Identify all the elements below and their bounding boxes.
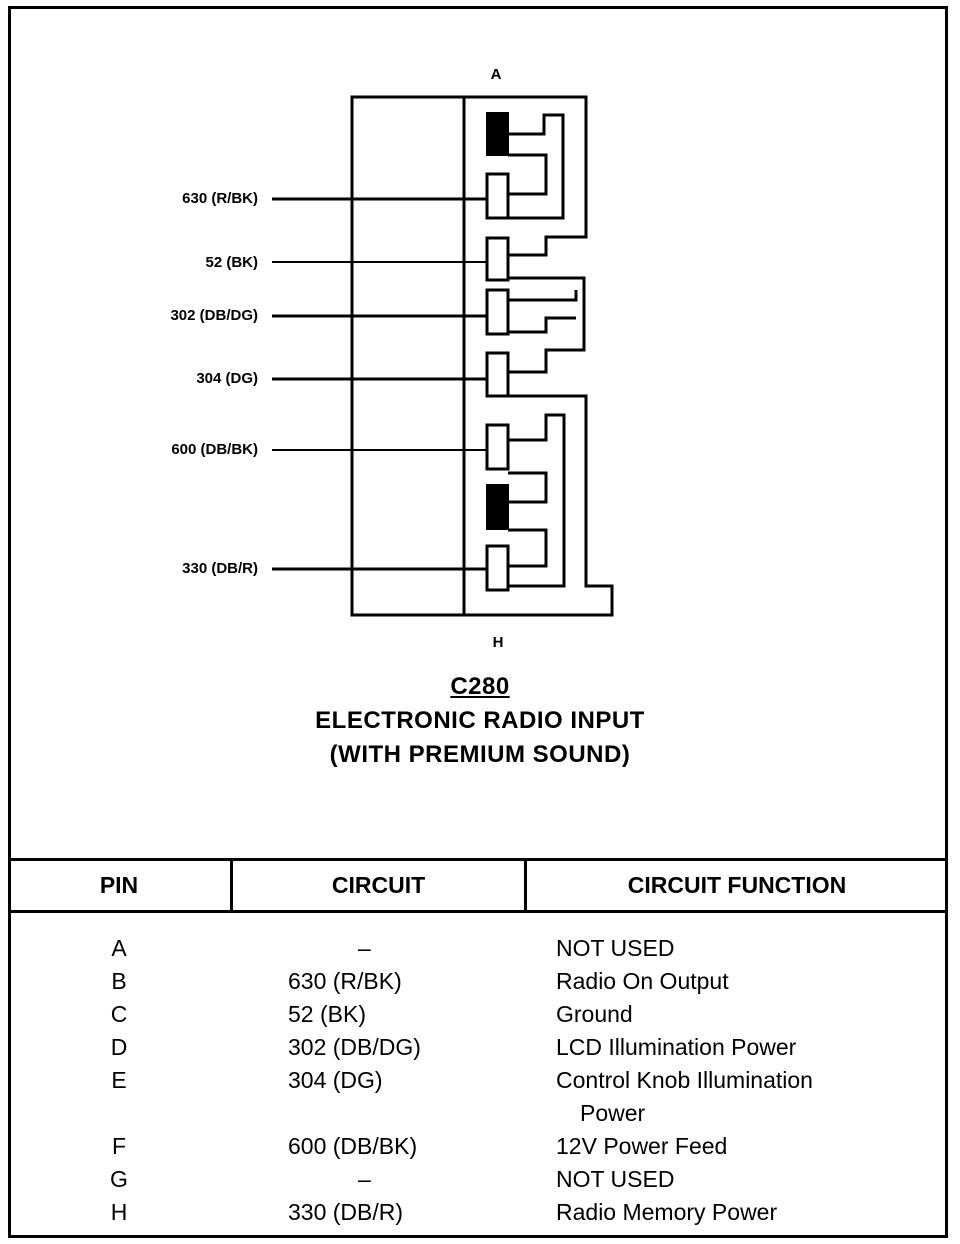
row-function-line-2: Power [580,1100,646,1126]
latch-loop-top-inner [508,153,548,196]
pin-label-h: H [493,634,504,651]
header-circuit: CIRCUIT [331,872,426,898]
header-pin: PIN [99,872,139,898]
row-function: NOT USED [556,1166,675,1192]
latch-loop-bottom-mid [508,471,548,504]
row-circuit: 304 (DG) [288,1067,383,1093]
row-function: 12V Power Feed [556,1133,728,1159]
cavity-pin-h [485,544,510,592]
row-circuit: 52 (BK) [288,1001,366,1027]
table-header-border [8,910,948,913]
row-pin: H [110,1199,128,1225]
row-function: Radio On Output [556,968,729,994]
connector-caption: C280 ELECTRONIC RADIO INPUT (WITH PREMIU… [0,670,960,772]
table-col-divider-2 [524,858,527,911]
connector-body-left [350,95,466,617]
cavity-pin-d [485,288,510,336]
latch-loop-mid-inner [508,316,576,334]
cavity-pin-b [485,172,510,220]
wire-label-304: 304 (DG) [196,370,258,387]
table-col-divider-1 [230,858,233,911]
row-function-line-1: Control Knob Illumination [556,1067,813,1093]
latch-loop-top [508,113,565,220]
wire-label-330: 330 (DB/R) [182,560,258,577]
cavity-pin-c [485,236,510,282]
connector-code: C280 [450,673,510,700]
row-function: Radio Memory Power [556,1199,778,1225]
row-circuit: 302 (DB/DG) [288,1034,421,1060]
wire-label-52: 52 (BK) [205,254,258,271]
pin-table: PIN CIRCUIT CIRCUIT FUNCTION A – NOT USE… [8,858,948,1238]
row-pin: B [111,968,127,994]
latch-loop-bottom-inner [508,528,548,568]
header-function: CIRCUIT FUNCTION [627,872,847,898]
row-circuit: 630 (R/BK) [288,968,402,994]
row-function: LCD Illumination Power [556,1034,797,1060]
row-pin: G [110,1166,128,1192]
row-function: NOT USED [556,935,675,961]
pin-label-a: A [491,66,502,83]
caption-line-2: (WITH PREMIUM SOUND) [329,741,631,768]
caption-line-1: ELECTRONIC RADIO INPUT [315,707,645,734]
row-circuit: 600 (DB/BK) [288,1133,418,1159]
wire-label-600: 600 (DB/BK) [171,441,258,458]
cavity-pin-f [485,423,510,471]
cavity-pin-g [486,484,509,530]
latch-loop-bottom [508,413,566,588]
row-pin: E [111,1067,127,1093]
row-pin: F [111,1133,127,1159]
wire-label-302: 302 (DB/DG) [170,307,258,324]
row-circuit: – [358,935,371,961]
row-function: Control Knob Illumination Power [556,1064,946,1130]
row-pin: A [111,935,127,961]
connector-diagram: A H 630 (R/BK) 52 (BK) 302 (DB/DG) 304 (… [170,66,614,651]
cavity-pin-e [485,351,510,398]
row-pin: C [110,1001,128,1027]
diagram-frame [8,6,948,1238]
latch-loop-mid [508,290,578,302]
connector-housing-outline [464,95,614,617]
cavity-pin-a [486,112,509,156]
row-circuit: 330 (DB/R) [288,1199,404,1225]
wire-label-630: 630 (R/BK) [182,190,258,207]
table-top-border [8,858,948,861]
row-circuit: – [358,1166,371,1192]
row-pin: D [110,1034,128,1060]
row-function: Ground [556,1001,633,1027]
